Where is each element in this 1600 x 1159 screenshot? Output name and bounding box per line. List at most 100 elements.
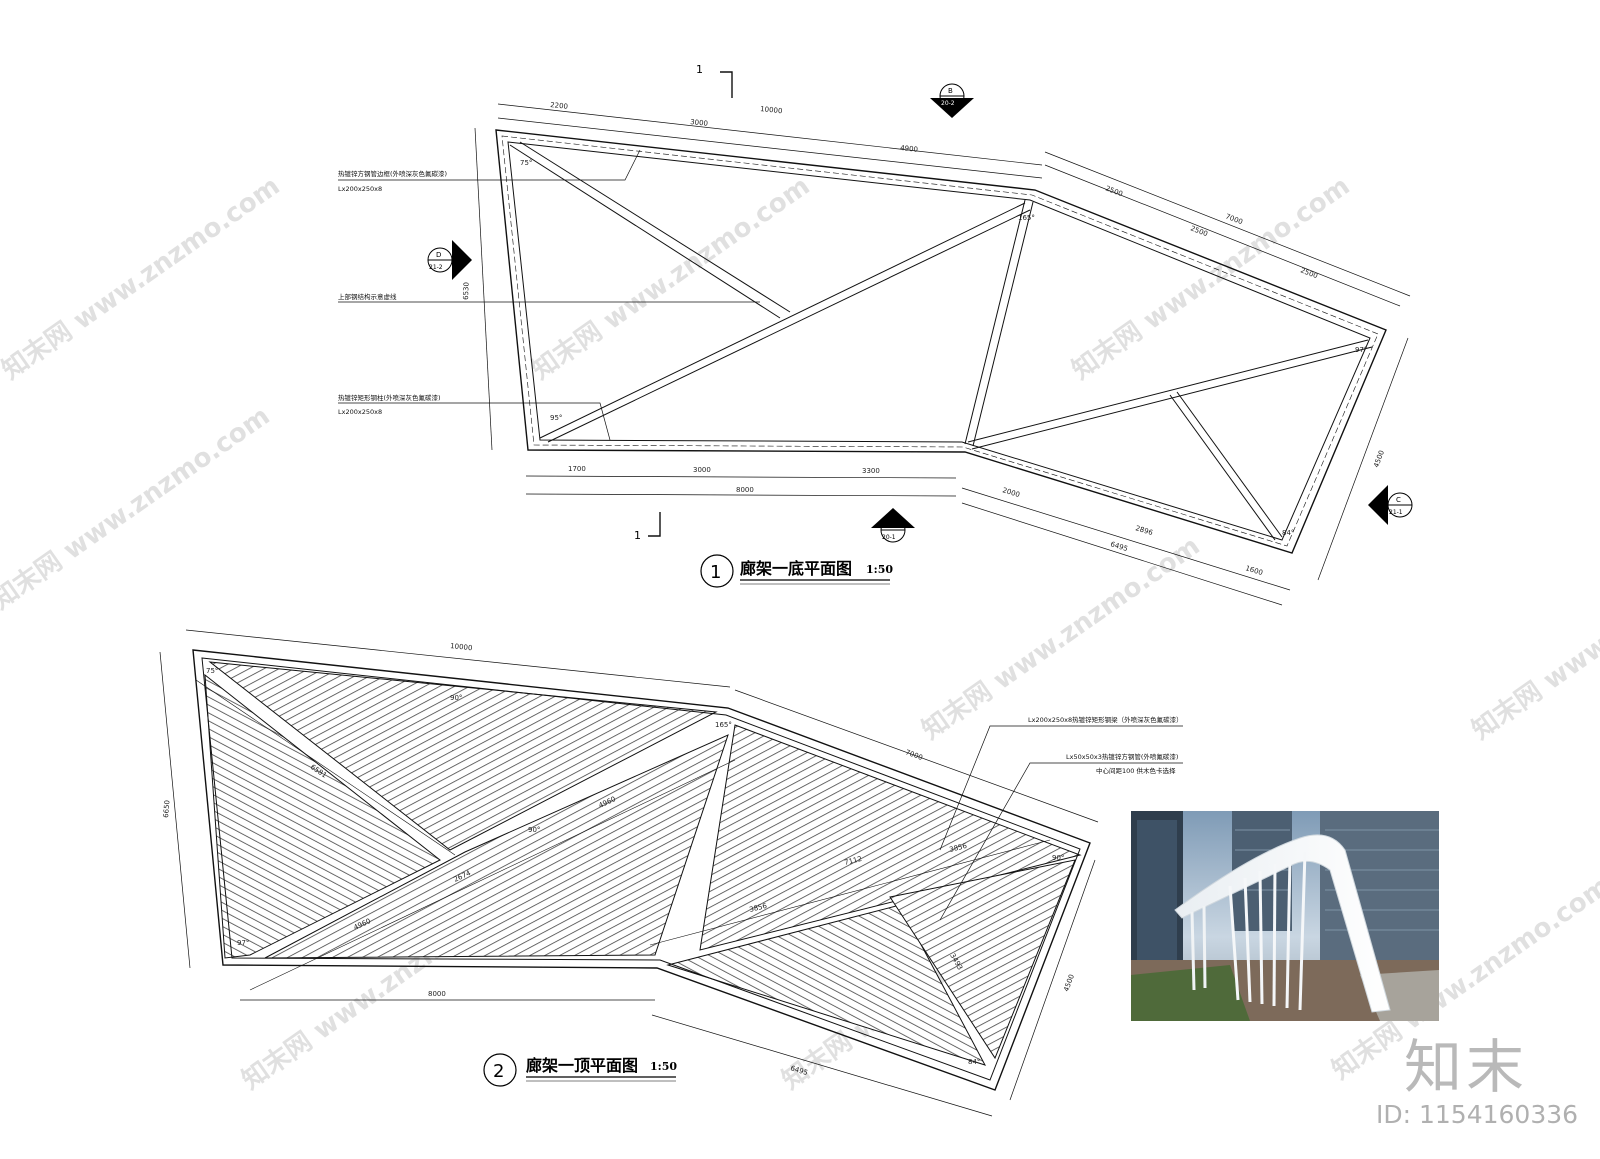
dim-text: 2896 — [1134, 524, 1154, 537]
watermark-text: 知末网 www.znzmo.com — [0, 171, 285, 386]
note-text: 热镀锌矩形钢柱(外喷深灰色氟碳漆) — [338, 393, 441, 402]
id-label: ID: 1154160336 — [1376, 1100, 1579, 1129]
angle-text: 84° — [968, 1058, 980, 1066]
dim-text: 7000 — [904, 748, 923, 762]
plan1-dim-line — [497, 103, 1043, 166]
plan1-dim-line — [1317, 337, 1409, 581]
section-cut-mark — [720, 71, 733, 98]
plan1-dim-line — [961, 502, 1283, 606]
angle-text: 84° — [1282, 529, 1294, 537]
angle-text: 75° — [520, 159, 532, 167]
plan1-divider — [964, 199, 1026, 445]
note-text: Lx200x250x8 — [338, 408, 382, 416]
plan2-scale: 1:50 — [650, 1060, 677, 1073]
dim-text: 2500 — [1299, 266, 1319, 280]
brand-mark: 知末 — [1404, 1033, 1529, 1101]
angle-text: 97° — [237, 939, 249, 947]
dim-text: 3000 — [690, 118, 709, 128]
angle-text: 95° — [550, 414, 562, 422]
plan2-dim-line — [651, 1014, 993, 1117]
dim-text: 4900 — [900, 144, 919, 154]
angle-text: 97° — [1355, 346, 1367, 354]
angle-text: 165° — [1018, 214, 1035, 222]
angle-text: 90° — [450, 694, 462, 702]
plan1-notes: 热镀锌方钢管边框(外喷深灰色氟碳漆) Lx200x250x8 上部钢结构示意虚线… — [338, 169, 447, 416]
plan1-dim-line — [1044, 164, 1401, 307]
watermark-text: 知末网 www.znzmo.com — [1467, 531, 1600, 746]
plan1-diagonal — [1176, 391, 1283, 538]
dim-text: 8000 — [428, 990, 446, 998]
title-number: 2 — [493, 1061, 504, 1082]
callout-c[interactable]: C 21-1 — [1368, 485, 1413, 525]
plan2-inner-dim — [195, 679, 456, 856]
dim-text: 3000 — [693, 466, 711, 474]
dim-text: 6530 — [462, 282, 471, 300]
note-text: 中心间距100 供木色卡选择 — [1096, 766, 1176, 775]
dim-text: 3300 — [862, 467, 880, 475]
dim-text: 4500 — [1062, 973, 1076, 992]
plan1-dashed-line — [501, 135, 1379, 547]
plan1-outer-frame — [495, 129, 1387, 554]
plan1-title: 廊架一底平面图 — [740, 559, 852, 578]
note-text: Lx50x50x3热镀锌方钢管(外喷氟碳漆) — [1066, 752, 1178, 761]
plan1-leader — [338, 402, 611, 441]
angle-text: 90° — [1052, 854, 1064, 862]
plan1-divider — [972, 201, 1034, 447]
note-text: Lx200x250x8热镀锌矩形钢梁（外喷深灰色氟碳漆） — [1028, 715, 1183, 724]
plan1-diagonal — [519, 141, 791, 313]
plan2-dim-line — [734, 689, 1099, 823]
plan2-inner-dim — [649, 839, 1051, 946]
callout-b[interactable]: B 20-2 — [930, 83, 974, 118]
angle-text: 90° — [528, 826, 540, 834]
dim-text: 2500 — [1104, 184, 1124, 198]
dim-text: 10000 — [760, 105, 783, 115]
plan1-diagonal — [547, 209, 1031, 443]
plan1-title-block: 1 廊架一底平面图 1:50 — [700, 554, 893, 588]
angle-text: 165° — [715, 721, 732, 729]
plan2-inner-dim — [249, 759, 736, 991]
section-cut-mark — [648, 512, 661, 537]
watermark-text: 知末网 www.znzmo.com — [0, 401, 275, 616]
plan1-dim-line — [961, 487, 1291, 591]
plan2-leader — [939, 725, 1183, 851]
plan2-title-block: 2 廊架一顶平面图 1:50 — [483, 1053, 677, 1087]
plan1-dim-line — [474, 127, 493, 451]
plan1-diagonal — [539, 202, 1026, 439]
dim-text: 6650 — [162, 800, 172, 818]
dim-text: 2000 — [1001, 486, 1020, 499]
dim-text: 4500 — [1372, 449, 1386, 468]
section-mark-number: 1 — [696, 63, 703, 76]
plan1-dim-line — [497, 117, 1043, 179]
dim-text: 1600 — [1244, 564, 1263, 577]
callout-letter: D — [436, 251, 441, 259]
angle-text: 75° — [206, 667, 218, 675]
callout-d[interactable]: D 21-2 — [427, 240, 472, 280]
plan2-outer-frame — [192, 649, 1091, 1091]
plan1-dim-line — [1044, 151, 1411, 297]
plan2-title: 廊架一顶平面图 — [526, 1056, 638, 1075]
plan-1-base — [338, 71, 1411, 606]
plan1-leader — [338, 149, 641, 181]
callout-a[interactable]: A 20-1 — [871, 508, 915, 543]
section-mark-number: 1 — [634, 529, 641, 542]
watermark-text: 知末网 www.znzmo.com — [527, 171, 816, 386]
callout-sheet: 21-1 — [1389, 509, 1403, 516]
plan2-dim-line — [1009, 859, 1096, 1101]
plan1-diagonal — [967, 339, 1369, 443]
callout-sheet: 20-2 — [941, 100, 955, 107]
reference-photo — [1131, 811, 1439, 1021]
callout-letter: B — [948, 87, 953, 95]
dim-text: 10000 — [450, 642, 473, 652]
note-text: 热镀锌方钢管边框(外喷深灰色氟碳漆) — [338, 169, 447, 178]
note-text: 上部钢结构示意虚线 — [338, 292, 397, 301]
plan1-dim-line — [525, 475, 957, 479]
dim-text: 2500 — [1189, 224, 1209, 238]
plan1-scale: 1:50 — [866, 563, 893, 576]
dim-text: 8000 — [736, 486, 754, 494]
plan2-dim-line — [159, 651, 191, 969]
dim-text: 1700 — [568, 465, 586, 473]
note-text: Lx200x250x8 — [338, 185, 382, 193]
callout-sheet: 20-1 — [882, 534, 896, 541]
title-number: 1 — [710, 562, 721, 583]
